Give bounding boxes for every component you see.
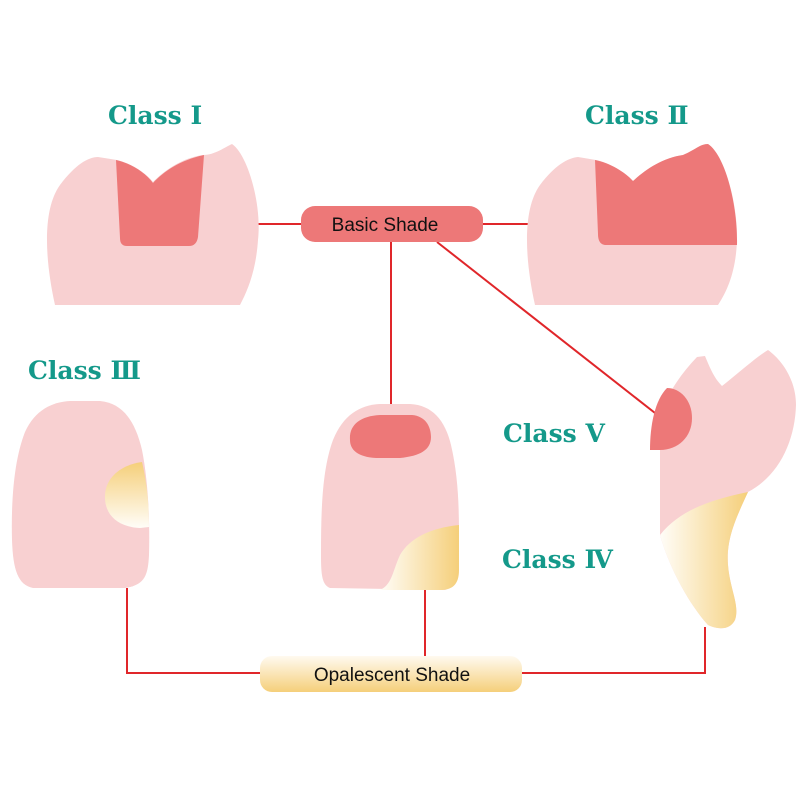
class-3-tooth xyxy=(11,401,150,588)
class-3-label: Class Ⅲ xyxy=(28,356,141,385)
class-5-cavity-front xyxy=(349,415,431,458)
connectors xyxy=(126,223,706,674)
class-2-label: Class Ⅱ xyxy=(585,101,689,130)
class-4-label: Class Ⅳ xyxy=(502,545,613,574)
connector-class3-opalescent xyxy=(126,588,262,674)
basic-shade-pill xyxy=(301,206,483,242)
side-tooth xyxy=(650,350,796,629)
center-tooth xyxy=(321,404,459,590)
connector-basic-class5 xyxy=(436,241,656,414)
class-3-tooth-body xyxy=(11,401,150,588)
connector-class4-opalescent xyxy=(522,627,706,674)
class-1-tooth xyxy=(46,144,259,305)
class-5-cavity-side xyxy=(650,388,692,450)
class-4-opalescent-front xyxy=(380,525,459,590)
class-2-tooth xyxy=(526,144,738,305)
class-2-cavity xyxy=(595,144,738,245)
opalescent-shade-pill xyxy=(260,656,522,692)
opalescent-shade-node: Opalescent Shade xyxy=(260,656,522,692)
class-3-opalescent xyxy=(104,462,149,528)
basic-shade-node: Basic Shade xyxy=(301,206,483,242)
class-4-opalescent-side xyxy=(660,492,748,629)
class-1-cavity xyxy=(116,155,204,246)
class-1-label: Class Ⅰ xyxy=(108,101,202,130)
basic-shade-label: Basic Shade xyxy=(332,215,439,236)
opalescent-shade-label: Opalescent Shade xyxy=(314,665,470,686)
class-5-label: Class Ⅴ xyxy=(503,419,605,448)
